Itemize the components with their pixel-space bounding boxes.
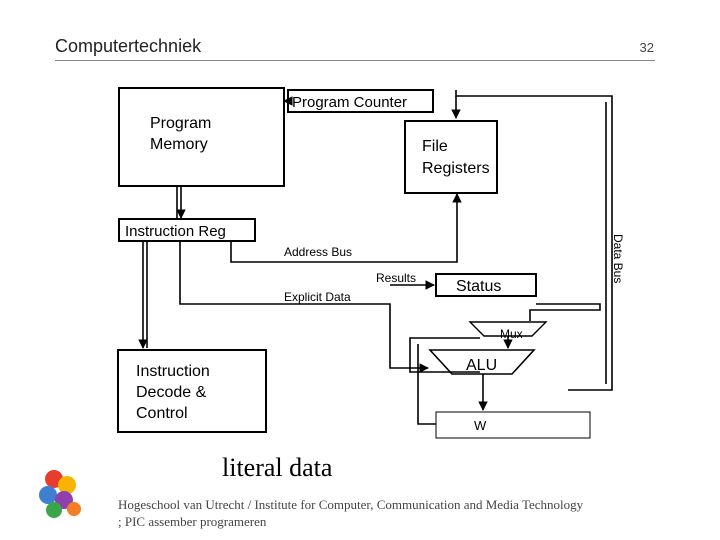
page-number: 32 — [639, 40, 654, 55]
program-counter-label: Program Counter — [292, 94, 407, 111]
mux-shape — [468, 321, 548, 337]
pic-architecture-diagram: Program Memory Program Counter File Regi… — [117, 87, 625, 439]
footer-line-1: Hogeschool van Utrecht / Institute for C… — [118, 497, 584, 512]
program-memory-label-2: Memory — [150, 136, 208, 153]
w-register-label: W — [474, 418, 487, 433]
data-bus-label: Data Bus — [611, 234, 625, 283]
w-register-box — [435, 411, 591, 439]
institute-logo — [39, 470, 81, 518]
file-registers-label-2: Registers — [422, 160, 490, 177]
explicit-data-label: Explicit Data — [284, 290, 351, 304]
footer-line-2: ; PIC assember programeren — [118, 514, 267, 529]
program-memory-box — [118, 87, 285, 187]
literal-data-caption: literal data — [222, 453, 333, 482]
header-divider — [55, 60, 655, 61]
mux-label: Mux — [500, 327, 523, 341]
instruction-decode-box — [117, 349, 267, 433]
address-bus-label: Address Bus — [284, 245, 352, 259]
instruction-reg-box — [118, 218, 256, 242]
footer-text: Hogeschool van Utrecht / Institute for C… — [118, 496, 638, 530]
alu-shape — [428, 349, 536, 375]
results-label: Results — [376, 271, 416, 285]
file-registers-box — [404, 120, 498, 194]
instruction-decode-label-1: Instruction — [136, 363, 210, 380]
file-registers-label-1: File — [422, 138, 448, 155]
alu-label: ALU — [466, 357, 497, 374]
instruction-decode-label-2: Decode & — [136, 384, 207, 401]
status-label: Status — [456, 278, 501, 295]
program-memory-label-1: Program — [150, 115, 211, 132]
instruction-reg-label: Instruction Reg — [125, 223, 226, 240]
slide-title: Computertechniek — [55, 36, 202, 56]
instruction-decode-label-3: Control — [136, 405, 188, 422]
status-box — [435, 273, 537, 297]
